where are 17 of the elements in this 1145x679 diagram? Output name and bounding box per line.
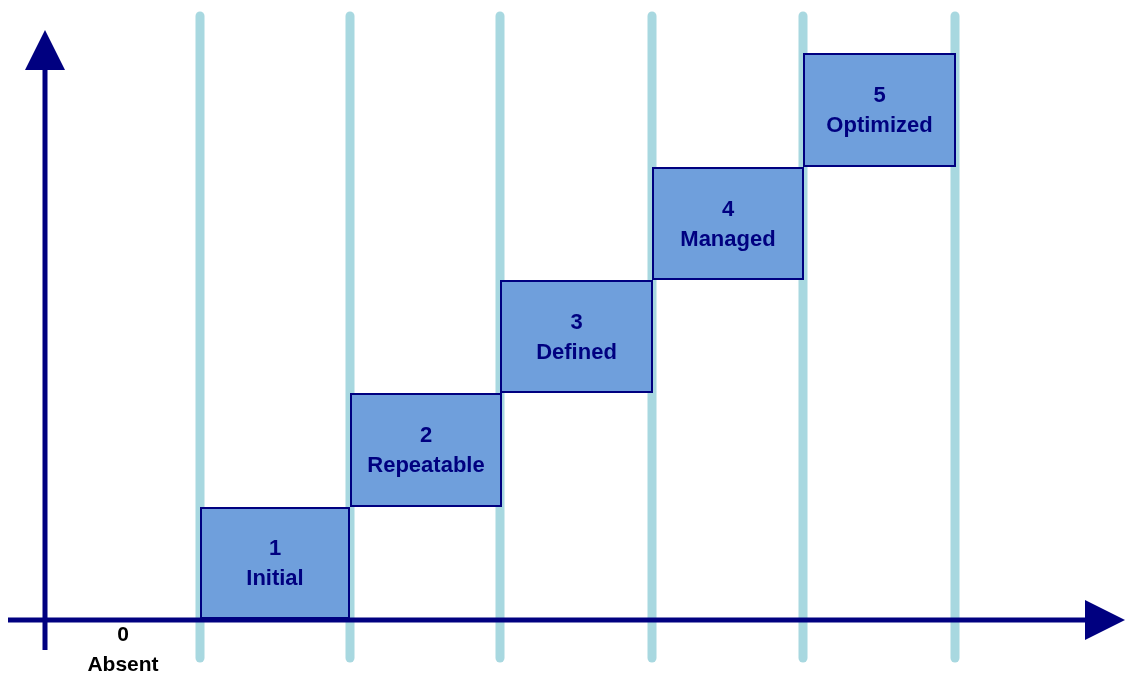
level-name: Managed [680, 224, 776, 253]
level-name: Optimized [826, 111, 933, 139]
level-box [200, 507, 350, 619]
level-number: 5 [873, 81, 886, 109]
level-number: 2 [419, 421, 433, 449]
level-number: 4 [721, 194, 735, 223]
level-number: 3 [570, 307, 583, 336]
level-number: 0 [117, 622, 129, 646]
level-box [803, 53, 956, 167]
level-name: Defined [536, 337, 617, 366]
level-box [652, 167, 804, 280]
level-name: Repeatable [367, 451, 485, 479]
level-name: Initial [246, 564, 304, 592]
level-name: Absent [87, 652, 159, 676]
level-number: 1 [268, 534, 282, 562]
level-box [500, 280, 653, 393]
level-box [350, 393, 502, 507]
